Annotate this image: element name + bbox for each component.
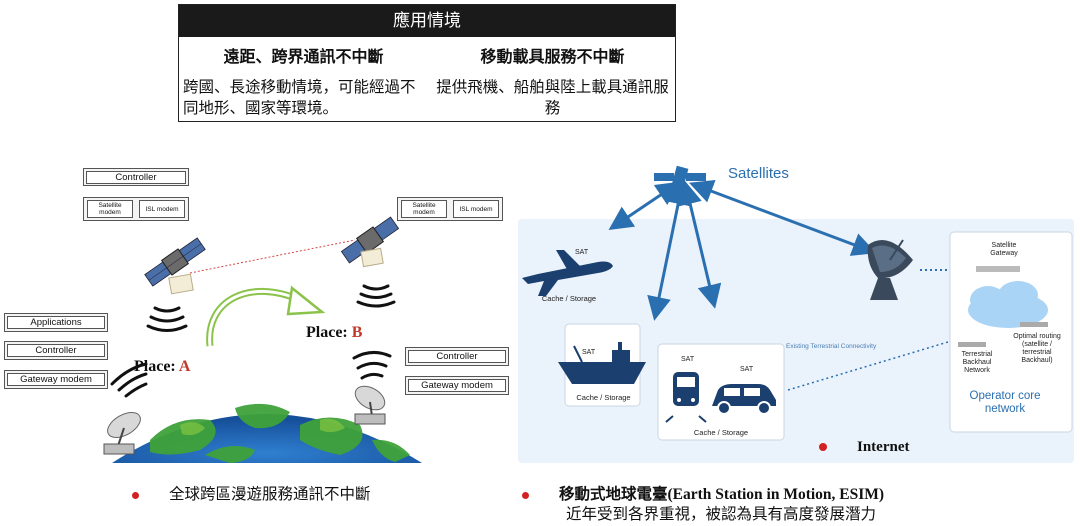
sat-tag-ship: SAT <box>582 349 596 356</box>
terrestrial-label: Terrestrial Backhaul Network <box>961 351 993 374</box>
satellite-b-icon <box>340 216 400 264</box>
col1-title: 遠距、跨界通訊不中斷 <box>223 47 384 66</box>
table-col-2: 移動載具服務不中斷 提供飛機、船舶與陸上載具通訊服務 <box>428 41 677 119</box>
col2-desc: 提供飛機、船舶與陸上載具通訊服務 <box>436 78 669 117</box>
right-caption-line2: 近年受到各界重視，被認為具有高度發展潛力 <box>566 505 877 523</box>
table-header: 應用情境 <box>179 5 675 37</box>
ground-a-signal-icon <box>110 362 148 398</box>
ship-label: Cache / Storage <box>576 393 631 402</box>
ground-b-controller: Controller <box>405 347 509 366</box>
sat-a-signal-icon <box>146 306 188 332</box>
bullet-icon <box>522 491 529 499</box>
esim-graphics <box>522 165 1073 451</box>
sat-b-modems: Satellite modem ISL modem <box>397 197 503 221</box>
table-col-1: 遠距、跨界通訊不中斷 跨國、長途移動情境，可能經過不同地形、國家等環境。 <box>179 41 428 119</box>
gateway-bar-icon <box>976 266 1020 272</box>
left-diagram-graphics <box>103 216 422 463</box>
ship-icon <box>558 342 646 384</box>
internet-bullet-icon <box>819 443 827 451</box>
ground-b-gateway: Gateway modem <box>405 376 509 395</box>
scenario-table: 應用情境 遠距、跨界通訊不中斷 跨國、長途移動情境，可能經過不同地形、國家等環境… <box>178 4 676 122</box>
dish-a-icon <box>103 412 141 455</box>
ground-b-signal-icon <box>352 351 392 380</box>
operator-core-card <box>949 231 1073 433</box>
sat-tag-plane: SAT <box>575 249 589 256</box>
sat-tag-car: SAT <box>740 366 754 373</box>
ground-a-applications: Applications <box>4 313 108 332</box>
land-label: Cache / Storage <box>693 428 749 437</box>
dish-icon <box>867 239 913 300</box>
car-icon <box>712 384 776 415</box>
plane-icon <box>522 250 613 296</box>
optimal-routing-label: Optimal routing (satellite / terrestrial… <box>1013 333 1061 364</box>
plane-label: Cache / Storage <box>541 294 597 303</box>
place-a-label: Place: A <box>134 358 191 375</box>
operator-core-label: Operator core network <box>969 390 1041 415</box>
existing-connectivity-label: Existing Terrestrial Connectivity <box>786 343 877 350</box>
routing-bar-icon <box>1020 322 1048 327</box>
satellites-label: Satellites <box>728 165 789 182</box>
col2-title: 移動載具服務不中斷 <box>480 47 625 66</box>
link-land <box>678 180 722 309</box>
link-plane <box>608 181 681 231</box>
satellites-icon <box>654 165 706 193</box>
ground-a-controller: Controller <box>4 341 108 360</box>
sat-tag-train: SAT <box>681 356 695 363</box>
train-icon <box>665 372 707 423</box>
dish-b-icon <box>354 385 386 425</box>
isl-link <box>189 239 356 274</box>
handover-arrow <box>206 288 302 347</box>
link-dish <box>688 179 877 256</box>
left-caption: 全球跨區漫遊服務通訊不中斷 <box>132 482 371 504</box>
sat-b-signal-icon <box>356 284 396 308</box>
satellite-a-icon <box>144 237 206 287</box>
sat-a-body-icon <box>168 273 194 295</box>
right-caption-line1: 移動式地球電臺(Earth Station in Motion, ESIM) <box>522 482 884 504</box>
terrestrial-bar-icon <box>958 342 986 347</box>
sat-a-modems: Satellite modem ISL modem <box>83 197 189 221</box>
bullet-icon <box>132 491 139 499</box>
sat-a-controller: Controller <box>83 168 189 186</box>
internet-label: Internet <box>857 439 910 455</box>
place-b-label: Place: B <box>306 324 363 341</box>
ground-a-gateway: Gateway modem <box>4 370 108 389</box>
cloud-icon <box>968 281 1048 328</box>
link-ship <box>647 180 690 321</box>
sat-b-body-icon <box>360 247 384 268</box>
gateway-label: Satellite Gateway <box>990 242 1018 257</box>
col1-desc: 跨國、長途移動情境，可能經過不同地形、國家等環境。 <box>183 78 416 117</box>
